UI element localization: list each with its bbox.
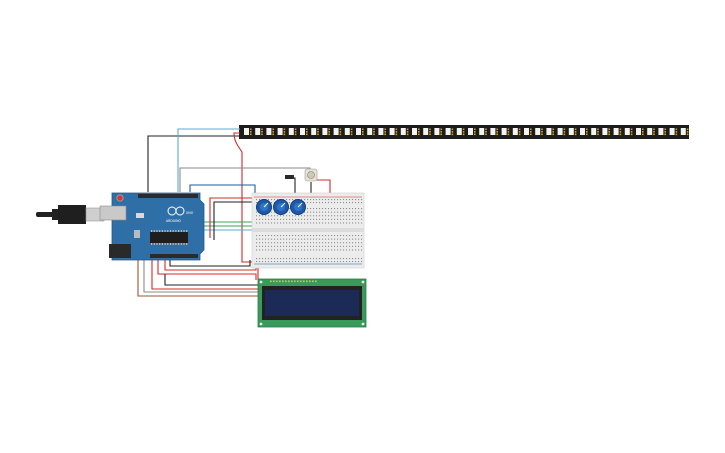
wire-gray-pot xyxy=(179,167,311,192)
chip-pins xyxy=(151,230,188,245)
led-pixel xyxy=(512,128,521,136)
led-pixel xyxy=(434,128,442,136)
lcd-screen xyxy=(265,290,359,316)
wire-strip-gnd xyxy=(147,135,240,192)
led-pixel xyxy=(591,128,599,136)
wire-gray-lcd xyxy=(143,256,258,293)
led-pixel xyxy=(624,128,633,136)
wire-red-lcd xyxy=(151,258,258,290)
led-pixel xyxy=(344,128,353,136)
jumper-block xyxy=(285,175,294,179)
led-pixel xyxy=(456,128,465,136)
led-pixel xyxy=(669,128,678,136)
led-pixel xyxy=(557,128,566,136)
led-pixel xyxy=(255,128,263,136)
led-pixel xyxy=(378,128,386,136)
trimmer-potentiometer[interactable] xyxy=(304,168,318,182)
led-pixel xyxy=(680,128,689,136)
wire-brown-lcd xyxy=(137,256,258,297)
breadboard-holes xyxy=(256,199,363,263)
led-cells xyxy=(244,128,689,136)
led-pixel xyxy=(647,128,655,136)
wire-red-power xyxy=(209,197,258,238)
wire-black-low-1 xyxy=(169,258,251,267)
usb-port xyxy=(99,205,127,221)
led-pixel xyxy=(468,128,476,136)
led-pixel xyxy=(658,128,666,136)
led-pixel xyxy=(266,128,274,136)
led-pixel xyxy=(244,128,252,136)
led-pixel xyxy=(445,128,454,136)
led-pixel xyxy=(423,128,431,136)
pot-1[interactable] xyxy=(256,199,272,215)
led-pixel xyxy=(277,128,286,136)
led-pixel xyxy=(288,128,297,136)
led-pixel xyxy=(490,128,498,136)
brand-text: ARDUINO xyxy=(166,219,182,223)
lcd-pins xyxy=(270,280,317,283)
wire-black-power xyxy=(213,201,258,240)
led-pixel xyxy=(300,128,308,136)
led-pixel xyxy=(568,128,577,136)
led-pixel xyxy=(389,128,398,136)
led-pixel xyxy=(524,128,532,136)
led-pixel xyxy=(602,128,610,136)
led-strip[interactable] xyxy=(239,125,689,139)
analog-header xyxy=(150,254,198,258)
led-pixel xyxy=(501,128,510,136)
led-pixel xyxy=(412,128,420,136)
power-jack xyxy=(109,244,131,258)
led-pixel xyxy=(356,128,364,136)
led-pixel xyxy=(535,128,543,136)
led-pixel xyxy=(580,128,588,136)
reset-button[interactable] xyxy=(116,194,124,202)
wire-strip-vcc xyxy=(233,132,256,263)
atmega-chip xyxy=(150,232,188,243)
arduino-logo: ARDUINO UNO xyxy=(166,206,194,223)
led-pixel xyxy=(613,128,622,136)
pot-2[interactable] xyxy=(273,199,289,215)
wire-strip-data xyxy=(177,128,240,192)
led-pixel xyxy=(311,128,319,136)
pot-3[interactable] xyxy=(290,199,306,215)
model-text: UNO xyxy=(186,211,194,215)
led-pixel xyxy=(479,128,487,136)
lcd-16x2[interactable] xyxy=(257,278,367,328)
wire-black-low-2 xyxy=(164,274,258,286)
led-pixel xyxy=(400,128,409,136)
arduino-uno[interactable]: ARDUINO UNO xyxy=(99,192,205,261)
led-pixel xyxy=(333,128,342,136)
led-pixel xyxy=(322,128,330,136)
usb-cable xyxy=(36,205,105,224)
led-pixel xyxy=(546,128,554,136)
wire-blue-knob xyxy=(189,184,256,200)
led-pixel xyxy=(636,128,644,136)
digital-header xyxy=(138,194,198,198)
wire-red-low-2 xyxy=(157,258,257,280)
led-pixel xyxy=(367,128,375,136)
